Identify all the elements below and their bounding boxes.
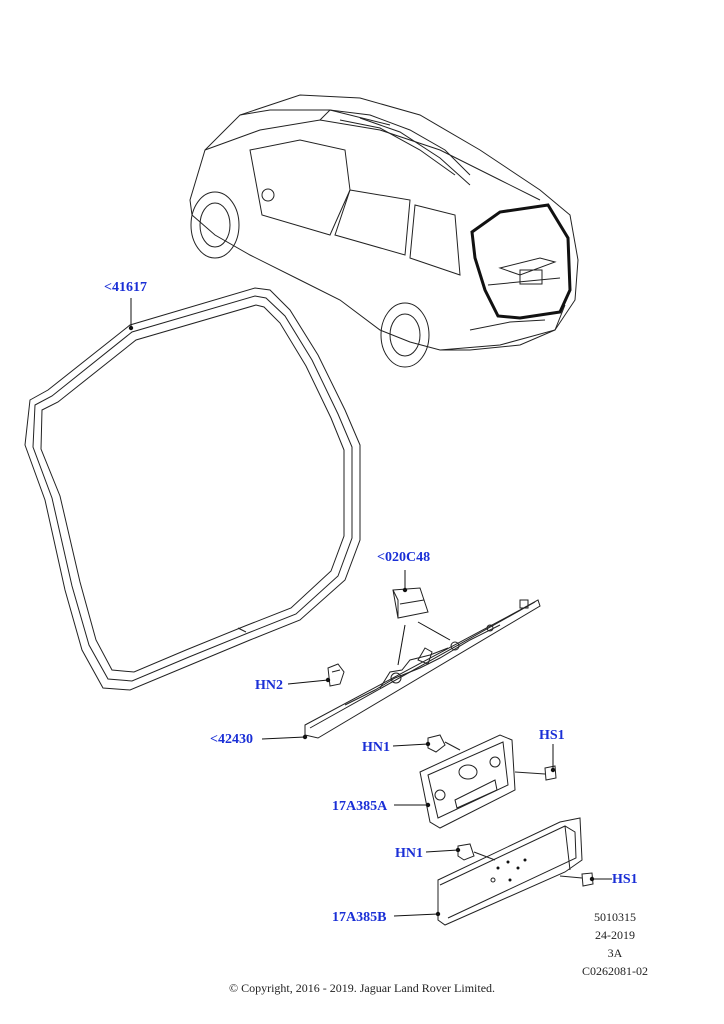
plate-finisher-b xyxy=(437,817,583,926)
callout-hs1-lower[interactable]: HS1 xyxy=(612,872,638,887)
callout-hn2[interactable]: HN2 xyxy=(255,678,283,693)
callout-hs1-upper[interactable]: HS1 xyxy=(539,728,565,743)
callout-stop-lamp[interactable]: <020C48 xyxy=(377,550,431,565)
callout-hn1-lower[interactable]: HN1 xyxy=(395,846,423,861)
hn2-clip xyxy=(327,663,345,687)
plate-bracket-a xyxy=(419,734,516,829)
ref-code: 5010315 xyxy=(594,910,636,924)
hs1-screw-lower xyxy=(559,872,594,887)
hn1-clip-upper xyxy=(427,734,461,753)
leader-lines xyxy=(128,298,612,917)
callout-plate-a[interactable]: 17A385A xyxy=(332,799,388,814)
callout-plate-b[interactable]: 17A385B xyxy=(332,910,387,925)
tailgate-seal xyxy=(24,287,361,691)
callout-spoiler[interactable]: <42430 xyxy=(210,732,253,747)
hn1-clip-lower xyxy=(457,843,496,861)
ref-illustration-id: C0262081-02 xyxy=(582,964,648,978)
vehicle-illustration xyxy=(189,94,579,368)
hs1-screw-upper xyxy=(514,765,557,781)
callout-seal[interactable]: <41617 xyxy=(104,280,147,295)
ref-date: 24-2019 xyxy=(595,928,635,942)
ref-revision: 3A xyxy=(607,946,623,960)
reference-block: 5010315 24-2019 3A C0262081-02 xyxy=(570,908,660,980)
stop-lamp-part xyxy=(392,587,451,666)
copyright-notice: © Copyright, 2016 - 2019. Jaguar Land Ro… xyxy=(228,981,496,995)
callout-hn1-upper[interactable]: HN1 xyxy=(362,740,390,755)
